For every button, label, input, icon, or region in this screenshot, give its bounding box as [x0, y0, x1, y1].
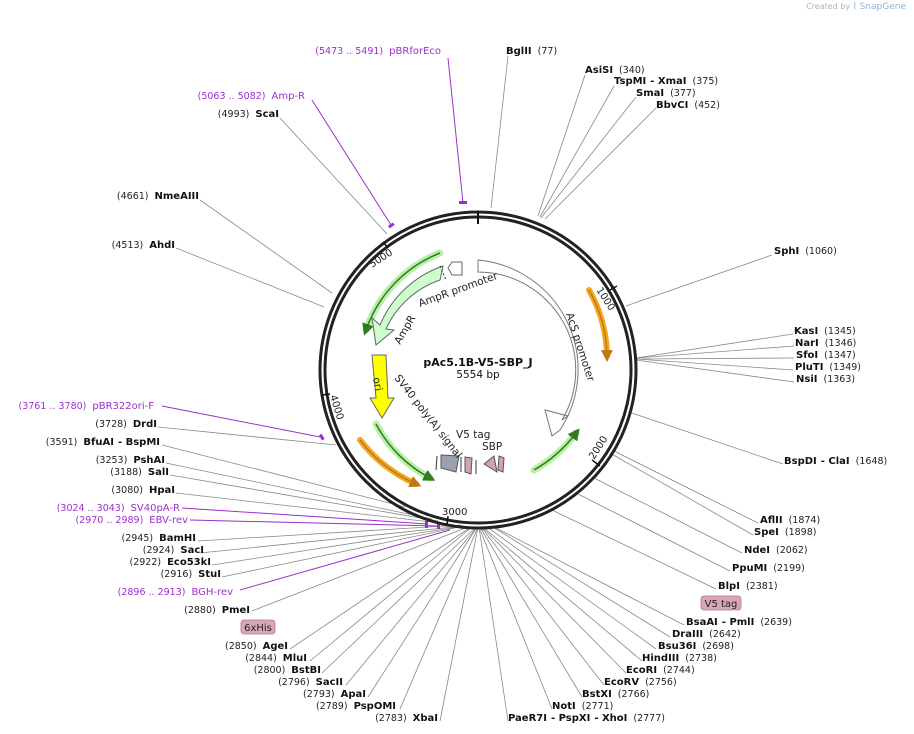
- site-label: (2796)SacII: [278, 677, 343, 688]
- site-label: PpuMI(2199): [732, 563, 805, 574]
- site-label: (2916)StuI: [161, 569, 221, 580]
- site-label: (3188)SalI: [110, 467, 169, 478]
- site-label: (2924)SacI: [143, 545, 204, 556]
- site-label: (4661)NmeAIII: [117, 191, 199, 202]
- site-label: SphI(1060): [774, 246, 837, 257]
- plasmid-length: 5554 bp: [456, 369, 500, 381]
- primer-label: (2970 .. 2989)EBV-rev: [75, 515, 188, 526]
- site-label: NsiI(1363): [796, 374, 855, 385]
- ori-arrow: [369, 354, 395, 419]
- snapgene-logo-icon: ⌇: [852, 2, 858, 12]
- primer-label: (3024 .. 3043)SV40pA-R: [57, 503, 180, 514]
- site-label: NarI(1346): [795, 338, 856, 349]
- site-label: (2945)BamHI: [122, 533, 196, 544]
- site-label: (4513)AhdI: [112, 240, 175, 251]
- green-feature-3-arrow: [362, 252, 441, 336]
- 6xhis-badge-label: 6xHis: [244, 623, 272, 634]
- site-label: KasI(1345): [794, 326, 856, 337]
- primer-lines: [161, 57, 464, 591]
- sv40-polya-box: [440, 454, 460, 473]
- green-feature-1-arrow: [533, 428, 580, 471]
- sbp-arrow: [483, 455, 498, 474]
- green-feature-1: [530, 429, 580, 474]
- site-label: (3728)DrdI: [95, 419, 157, 430]
- site-label: (4993)ScaI: [218, 109, 279, 120]
- position-ticks: [321, 241, 618, 526]
- site-label: AflII(1874): [760, 515, 820, 526]
- restriction-site-labels: BglII(77) AsiSI(340) TspMI- XmaI(375) Sm…: [46, 46, 887, 724]
- feature-label-ampr: AmpR: [392, 313, 418, 346]
- feature-label-ori: ori: [370, 376, 384, 392]
- tick-label-3000: 3000: [442, 507, 467, 518]
- site-label: (2793)ApaI: [303, 689, 366, 700]
- primer-label: (5063 .. 5082)Amp-R: [198, 91, 305, 102]
- site-label: (2783)XbaI: [375, 713, 438, 724]
- sbp-mark: [497, 455, 505, 473]
- site-label: (2880)PmeI: [184, 605, 250, 616]
- site-label: SfoI(1347): [796, 350, 856, 361]
- site-label: BstXI(2766): [582, 689, 649, 700]
- site-label: AsiSI(340): [585, 65, 645, 76]
- primer-label: (3761 .. 3780)pBR322ori-F: [19, 401, 155, 412]
- site-label: BbvCI(452): [656, 100, 720, 111]
- site-label: BspDI- ClaI(1648): [784, 456, 887, 467]
- v5-tag-badge: [700, 595, 742, 611]
- 6xhis-badge: [240, 619, 276, 635]
- primer-markers: [319, 201, 467, 529]
- site-label: HindIII(2738): [642, 653, 717, 664]
- acs-promoter-arrow: [477, 259, 579, 437]
- v5-tag-mark: [464, 456, 473, 475]
- green-feature-2-arrow: [375, 423, 436, 481]
- site-label: (2922)Eco53kI: [129, 557, 211, 568]
- site-label: (3080)HpaI: [111, 485, 175, 496]
- primer-label: (5473 .. 5491)pBRforEco: [315, 46, 441, 57]
- snapgene-credit: Created by ⌇ SnapGene: [806, 2, 906, 12]
- primer-label: (2896 .. 2913)BGH-rev: [118, 587, 233, 598]
- ampr-boundary: [439, 265, 447, 281]
- site-label: PluTI(1349): [795, 362, 861, 373]
- site-label: DraIII(2642): [672, 629, 741, 640]
- ampr-promoter-arrow: [447, 261, 463, 276]
- tick-label-2000: 2000: [587, 434, 610, 461]
- leader-lines: [157, 55, 795, 722]
- v5-tag-badge-label: V5 tag: [705, 599, 738, 610]
- site-label: EcoRV(2756): [604, 677, 677, 688]
- primer-labels: (5473 .. 5491)pBRforEco (5063 .. 5082)Am…: [19, 46, 441, 598]
- credit-text: Created by: [806, 2, 851, 11]
- site-label: (2850)AgeI: [225, 641, 288, 652]
- site-label: PaeR7I- PspXI- XhoI(2777): [508, 713, 665, 724]
- site-label: BsaAI- PmlI(2639): [686, 617, 792, 628]
- site-label: (2844)MluI: [245, 653, 307, 664]
- feature-label-acs-promoter: AcS promoter: [563, 311, 597, 383]
- feature-label-sv40-polya: SV40 poly(A) signal: [392, 372, 465, 460]
- site-label: BlpI(2381): [718, 581, 778, 592]
- orange-feature-2-arrow: [359, 439, 422, 488]
- feature-label-sbp: SBP: [482, 441, 502, 453]
- plasmid-name: pAc5.1B-V5-SBP_J: [423, 356, 532, 369]
- site-label: Bsu36I(2698): [658, 641, 734, 652]
- site-label: (3591)BfuAI- BspMI: [46, 437, 160, 448]
- green-feature-2: [372, 420, 434, 482]
- site-label: NdeI(2062): [744, 545, 808, 556]
- feature-separators: [435, 455, 477, 474]
- credit-brand: SnapGene: [859, 2, 906, 12]
- site-label: (3253)PshAI: [96, 455, 165, 466]
- site-label: TspMI- XmaI(375): [614, 76, 718, 87]
- feature-label-v5-tag: V5 tag: [456, 429, 490, 441]
- site-label: (2789)PspOMI: [316, 701, 396, 712]
- site-label: NotI(2771): [552, 701, 613, 712]
- site-label: SmaI(377): [636, 88, 696, 99]
- site-label: BglII(77): [506, 46, 557, 57]
- orange-feature-1-arrow: [588, 289, 613, 362]
- site-label: SpeI(1898): [754, 527, 816, 538]
- ampr-arrow: [371, 265, 444, 346]
- site-label: (2800)BstBI: [254, 665, 321, 676]
- site-label: EcoRI(2744): [626, 665, 695, 676]
